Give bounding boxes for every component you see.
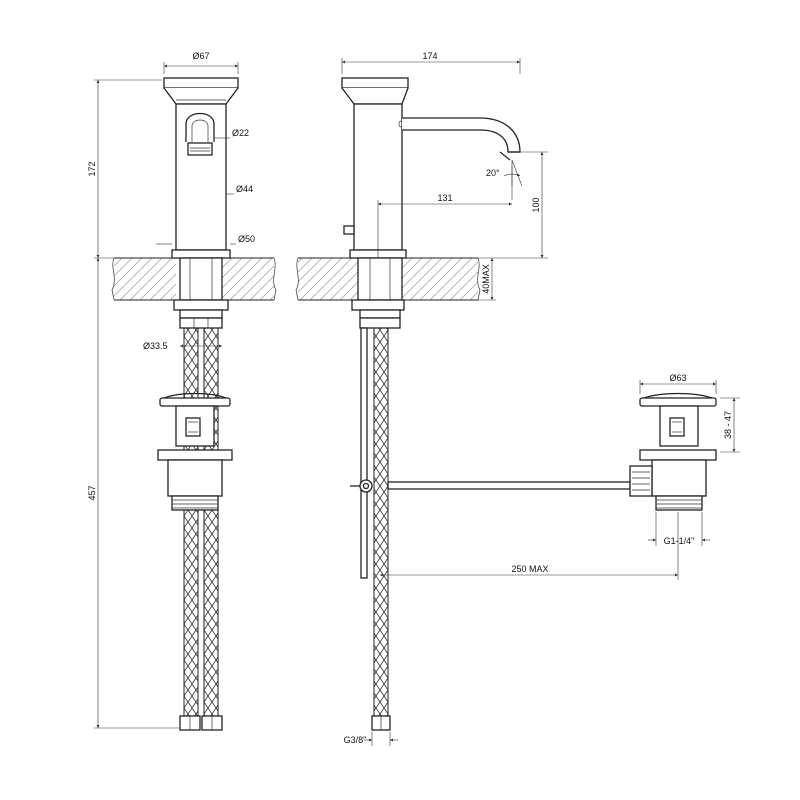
dim-hose-thread: G3/8" (344, 735, 367, 745)
tap-front-view (163, 77, 239, 329)
dim-spout-height: 100 (531, 197, 541, 212)
dim-waste-stroke: 38 - 47 (723, 411, 733, 439)
dim-shank-diameter: Ø44 (236, 184, 253, 194)
side-hose (371, 327, 391, 731)
dim-rod-length: 250 MAX (511, 564, 548, 574)
dim-total-width: 174 (422, 51, 437, 61)
countertop-left (111, 257, 277, 301)
front-hoses (179, 327, 223, 731)
dim-tap-height: 172 (87, 161, 97, 176)
dim-outlet-diameter: Ø22 (232, 128, 249, 138)
dim-spout-projection: 131 (437, 193, 452, 203)
countertop-right (295, 257, 481, 301)
front-waste (157, 392, 233, 511)
dim-max-deck-thickness: 40MAX (481, 264, 491, 294)
dimension-lines (94, 58, 740, 746)
dim-body-diameter: Ø67 (192, 51, 209, 61)
dim-waste-head-diameter: Ø63 (669, 373, 686, 383)
waste-side-view (629, 392, 717, 511)
dim-base-diameter: Ø50 (238, 234, 255, 244)
pop-up-rod (350, 327, 631, 579)
dim-waste-thread: G1-1/4" (664, 536, 695, 546)
dim-spout-angle: 20° (486, 168, 500, 178)
dim-hole-diameter: Ø33.5 (143, 341, 168, 351)
dim-overall-height: 457 (87, 485, 97, 500)
